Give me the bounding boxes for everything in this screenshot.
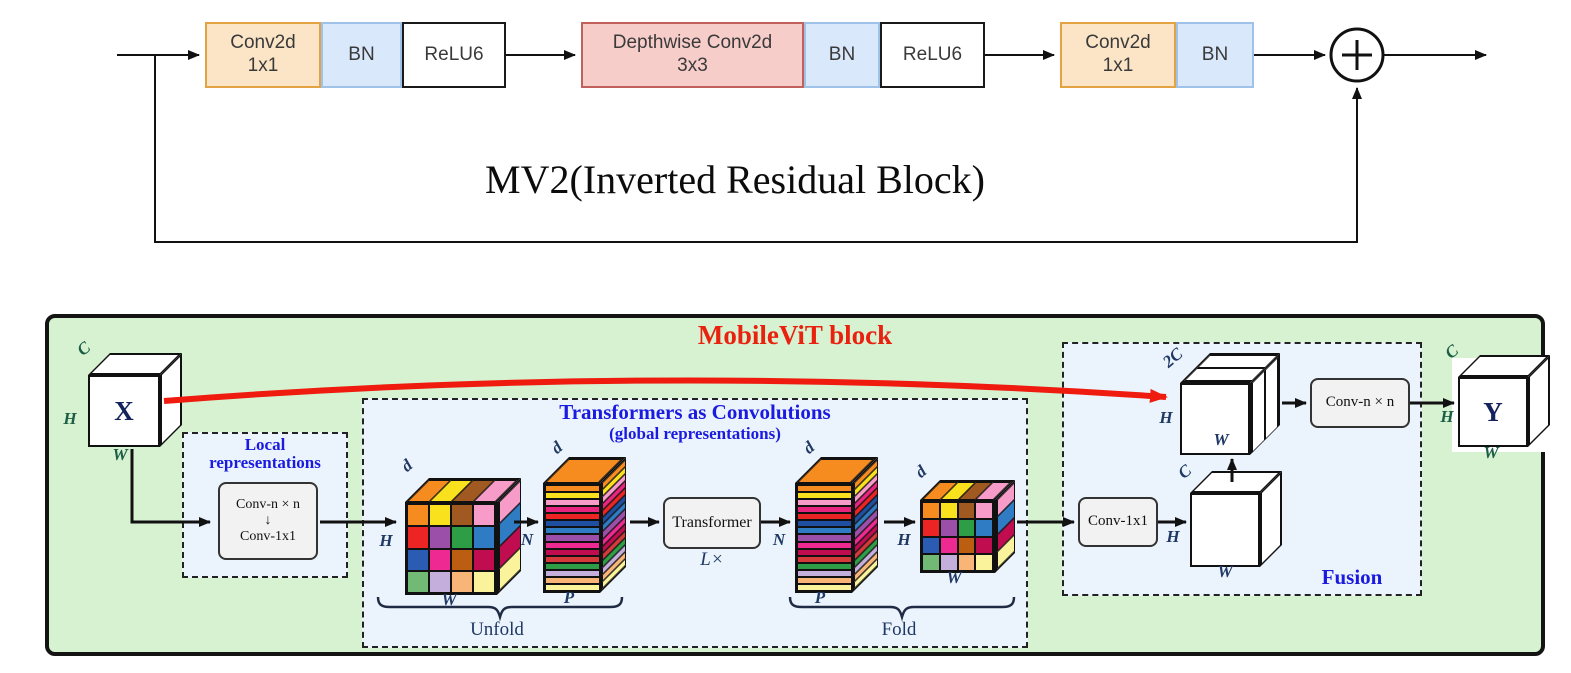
local-conv-1x1: Conv-1x1 (240, 529, 296, 545)
transformer-box: Transformer (663, 497, 761, 549)
fold-cube-front-face (920, 500, 995, 573)
fusion-conv1x1-box: Conv-1x1 (1078, 497, 1158, 547)
fold-label: Fold (881, 619, 917, 640)
local-title-line2: representations (209, 453, 321, 473)
local-conv-nxn: Conv-n × n (236, 496, 300, 512)
c-cube-h-label: H (1166, 527, 1180, 546)
bn-block-1: BN (321, 22, 402, 88)
unfold-label: Unfold (470, 619, 524, 640)
cube1-w-label: W (441, 590, 457, 609)
local-representations-title: Local representations (186, 435, 344, 473)
depthwise-conv2d-block: Depthwise Conv2d 3x3 (581, 22, 804, 88)
stack1-front-face (543, 483, 600, 593)
relu6-block-2: ReLU6 (880, 22, 985, 88)
stack2-front-face (795, 483, 852, 593)
x-tensor-letter: X (114, 395, 134, 426)
fusion-title: Fusion (1321, 565, 1383, 589)
fusion-convnn-box: Conv-n × n (1310, 378, 1410, 428)
bn-block-2: BN (804, 22, 880, 88)
bn-block-3: BN (1176, 22, 1254, 88)
y-cube-front-face (1458, 377, 1528, 447)
y-w-label: W (1483, 443, 1499, 462)
x-cube-front-face (88, 375, 160, 447)
y-tensor-letter: Y (1483, 396, 1503, 427)
stack2-p-label: P (814, 588, 826, 607)
fusion-convnn-label: Conv-n × n (1325, 394, 1395, 411)
concat-cube-front-face (1180, 383, 1250, 455)
cube1-h-label: H (379, 531, 393, 550)
cube2-h-label: H (897, 530, 911, 549)
c-cube-front-face (1190, 493, 1260, 567)
transformer-label: Transformer (672, 513, 752, 531)
local-conv-box: Conv-n × n ↓ Conv-1x1 (218, 482, 318, 560)
cube2-w-label: W (946, 568, 962, 587)
fusion-conv1x1-label: Conv-1x1 (1088, 513, 1148, 530)
c-cube-w-label: W (1217, 562, 1233, 581)
stack2-n-label: N (772, 530, 786, 549)
mobilevit-block-title: MobileViT block (697, 320, 893, 350)
concat-h-label: H (1159, 408, 1173, 427)
concat-w-label: W (1213, 430, 1229, 449)
local-down-arrow-icon: ↓ (264, 512, 272, 528)
mv2-title: MV2(Inverted Residual Block) (485, 157, 985, 202)
conv2d-1x1-block-2: Conv2d 1x1 (1060, 22, 1176, 88)
stack1-p-label: P (563, 588, 575, 607)
x-h-label: H (63, 409, 77, 428)
conv2d-1x1-block-1: Conv2d 1x1 (205, 22, 321, 88)
transformers-subtitle: (global representations) (609, 424, 781, 443)
local-title-line1: Local (244, 435, 286, 454)
transformer-repeat-label: L× (700, 549, 724, 570)
transformers-title: Transformers as Convolutions (559, 400, 831, 424)
plus-circle-icon (1329, 27, 1385, 83)
stack1-n-label: N (520, 530, 534, 549)
relu6-block-1: ReLU6 (402, 22, 506, 88)
y-h-label: H (1440, 407, 1454, 426)
feature-cube-front-face (405, 502, 497, 595)
x-w-label: W (112, 445, 128, 464)
